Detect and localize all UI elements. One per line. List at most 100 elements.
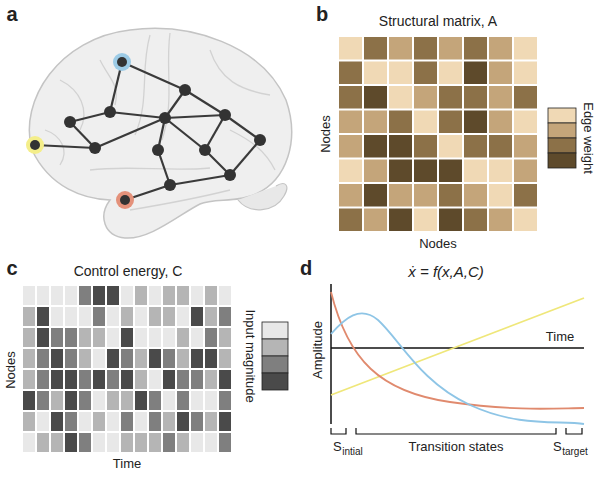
matrix-cell xyxy=(414,135,437,158)
matrix-cell xyxy=(65,433,77,452)
matrix-cell xyxy=(163,370,175,389)
matrix-cell xyxy=(163,328,175,347)
matrix-cell xyxy=(489,184,512,207)
matrix-cell xyxy=(414,160,437,183)
matrix-cell xyxy=(364,209,387,232)
matrix-cell xyxy=(177,328,189,347)
matrix-cell xyxy=(51,328,63,347)
matrix-cell xyxy=(514,160,537,183)
axis-label: Nodes xyxy=(4,351,18,389)
matrix-cell xyxy=(177,391,189,410)
matrix-cell xyxy=(135,328,147,347)
matrix-cell xyxy=(23,433,35,452)
matrix-cell xyxy=(107,412,119,431)
matrix-cell xyxy=(439,135,462,158)
panel-letter: c xyxy=(6,257,17,279)
matrix-cell xyxy=(219,391,231,410)
matrix-cell xyxy=(339,111,362,134)
matrix-cell xyxy=(23,412,35,431)
matrix-cell xyxy=(514,86,537,109)
matrix-cell xyxy=(65,307,77,326)
equation: ẋ = f(x,A,C) xyxy=(408,264,483,281)
matrix-cell xyxy=(439,62,462,85)
matrix-cell xyxy=(191,328,203,347)
matrix-cell xyxy=(191,433,203,452)
matrix-cell xyxy=(464,135,487,158)
matrix-cell xyxy=(389,111,412,134)
matrix-cell xyxy=(135,349,147,368)
matrix-cell xyxy=(135,412,147,431)
matrix-cell xyxy=(514,184,537,207)
matrix-cell xyxy=(121,307,133,326)
matrix-cell xyxy=(364,62,387,85)
matrix-cell xyxy=(149,391,161,410)
matrix-cell xyxy=(37,307,49,326)
matrix-cell xyxy=(121,412,133,431)
matrix-cell xyxy=(163,412,175,431)
matrix-cell xyxy=(414,184,437,207)
matrix-cell xyxy=(389,135,412,158)
matrix-cell xyxy=(51,370,63,389)
matrix-cell xyxy=(135,307,147,326)
matrix-cell xyxy=(489,37,512,60)
matrix-cell xyxy=(414,209,437,232)
matrix-cell xyxy=(163,349,175,368)
matrix-cell xyxy=(79,286,91,305)
matrix-cell xyxy=(65,349,77,368)
matrix-cell xyxy=(135,370,147,389)
matrix-cell xyxy=(191,391,203,410)
matrix-cell xyxy=(219,328,231,347)
matrix-cell xyxy=(23,286,35,305)
matrix-cell xyxy=(23,391,35,410)
matrix-cell xyxy=(149,349,161,368)
matrix-cell xyxy=(37,370,49,389)
axis-label: Nodes xyxy=(319,115,333,153)
colorbar-label: Edge weight xyxy=(581,102,595,174)
matrix-cell xyxy=(51,286,63,305)
matrix-cell xyxy=(93,391,105,410)
matrix-cell xyxy=(339,135,362,158)
matrix-cell xyxy=(489,160,512,183)
matrix-cell xyxy=(65,412,77,431)
matrix-cell xyxy=(177,286,189,305)
matrix-cell xyxy=(163,433,175,452)
input-magnitude-colorbar xyxy=(262,322,288,390)
matrix-cell xyxy=(163,286,175,305)
matrix-cell xyxy=(339,86,362,109)
matrix-cell xyxy=(93,307,105,326)
matrix-cell xyxy=(191,349,203,368)
axis-label: Time xyxy=(546,330,574,344)
state-symbol: S xyxy=(553,440,562,454)
matrix-cell xyxy=(339,37,362,60)
matrix-cell xyxy=(339,209,362,232)
matrix-cell xyxy=(149,307,161,326)
matrix-cell xyxy=(439,184,462,207)
matrix-cell xyxy=(464,111,487,134)
matrix-cell xyxy=(121,391,133,410)
matrix-cell xyxy=(364,86,387,109)
control-energy-matrix xyxy=(23,286,231,452)
matrix-cell xyxy=(135,286,147,305)
matrix-cell xyxy=(79,370,91,389)
matrix-cell xyxy=(364,37,387,60)
matrix-cell xyxy=(191,286,203,305)
matrix-cell xyxy=(205,412,217,431)
matrix-cell xyxy=(51,433,63,452)
matrix-cell xyxy=(121,370,133,389)
matrix-cell xyxy=(149,328,161,347)
matrix-cell xyxy=(79,391,91,410)
matrix-cell xyxy=(489,135,512,158)
network-nodes xyxy=(26,53,266,209)
edge-weight-colorbar xyxy=(548,108,576,168)
matrix-cell xyxy=(51,307,63,326)
matrix-cell xyxy=(121,349,133,368)
matrix-cell xyxy=(219,370,231,389)
matrix-cell xyxy=(389,62,412,85)
panel-letter: b xyxy=(316,3,328,25)
matrix-cell xyxy=(177,412,189,431)
matrix-cell xyxy=(107,370,119,389)
matrix-cell xyxy=(37,328,49,347)
matrix-cell xyxy=(205,370,217,389)
matrix-cell xyxy=(219,286,231,305)
